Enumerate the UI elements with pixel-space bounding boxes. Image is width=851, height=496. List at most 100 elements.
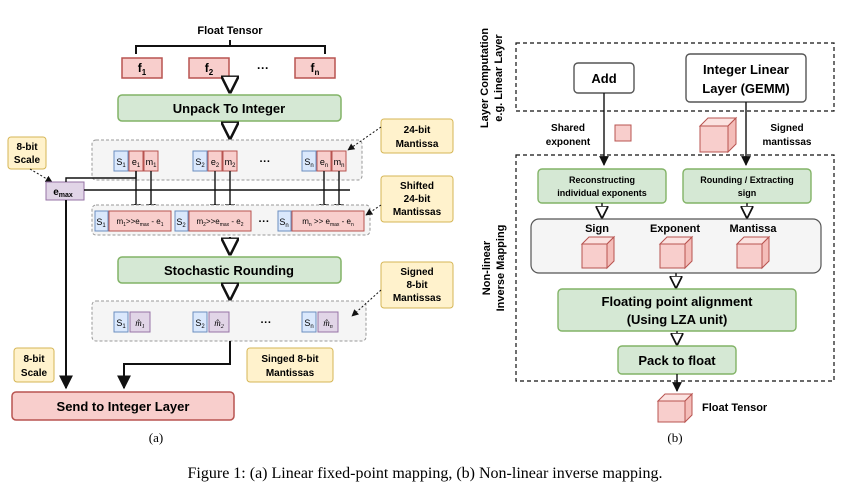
shifted-box xyxy=(380,175,454,223)
panel-b: Layer Computation e.g. Linear Layer Non-… xyxy=(479,28,835,445)
svg-text:S2: S2 xyxy=(195,157,205,169)
mantissa-label: Mantissa xyxy=(729,223,777,235)
signed-mantissa-cube xyxy=(698,116,738,154)
row1-group2: S2 e2 m2 xyxy=(192,150,238,172)
nonlinear-line1: Non-linear xyxy=(481,240,493,295)
layer-comp-line1: Layer Computation xyxy=(479,28,491,129)
float-tensor-label: Float Tensor xyxy=(197,25,263,37)
svg-text:f1: f1 xyxy=(138,61,147,77)
svg-text:Sn: Sn xyxy=(279,217,288,229)
row2-group1: S1 m1>>emax - e1 xyxy=(94,210,172,232)
row2-groupn: Sn mn >> emax - en xyxy=(277,210,365,232)
signed8-line3: Mantissas xyxy=(393,293,442,304)
shifted-line2: 24-bit xyxy=(404,194,431,205)
signed8-line2: 8-bit xyxy=(406,280,428,291)
svg-text:m2>>emax - e2: m2>>emax - e2 xyxy=(196,217,243,228)
recon-line1: Reconstructing xyxy=(569,175,635,185)
f-dots: ··· xyxy=(257,61,269,75)
scale-bot-line1: 8-bit xyxy=(23,354,45,365)
mantissa-cube xyxy=(735,235,771,270)
singed-line2: Mantissas xyxy=(266,368,315,379)
svg-text:S1: S1 xyxy=(116,318,126,330)
fpa-line2: (Using LZA unit) xyxy=(627,312,728,327)
svg-text:e2: e2 xyxy=(211,157,220,169)
recon-line2: individual exponents xyxy=(557,188,647,198)
stochastic-label: Stochastic Rounding xyxy=(164,263,294,278)
float-tensor-b-label: Float Tensor xyxy=(702,402,768,414)
signed8-box xyxy=(380,261,454,309)
exponent-label: Exponent xyxy=(650,223,700,235)
row3-dots: ··· xyxy=(261,317,272,329)
gemm-line1: Integer Linear xyxy=(703,62,789,77)
f1-box: f1 xyxy=(121,57,163,79)
nonlinear-container xyxy=(515,154,835,382)
figure-caption: Figure 1: (a) Linear fixed-point mapping… xyxy=(188,465,663,482)
f2-box: f2 xyxy=(188,57,230,79)
shifted-line3: Mantissas xyxy=(393,207,442,218)
row2-dots: ··· xyxy=(259,216,270,228)
shared-exponent-square xyxy=(614,124,632,142)
unpack-label: Unpack To Integer xyxy=(173,101,285,116)
sign-label: Sign xyxy=(585,223,609,235)
svg-text:S2: S2 xyxy=(176,217,186,229)
svg-text:emax: emax xyxy=(53,187,73,199)
svg-text:m̂n: m̂n xyxy=(323,318,333,330)
scale-top-line2: Scale xyxy=(14,155,41,166)
shared-line1: Shared xyxy=(551,123,585,134)
svg-text:m1: m1 xyxy=(146,157,158,169)
send-box xyxy=(11,391,235,421)
layer-comp-container xyxy=(515,42,835,112)
row3-groupn: Sn m̂n xyxy=(301,311,339,333)
row3-group1: S1 m̂1 xyxy=(113,311,151,333)
signed-line1: Signed xyxy=(770,123,803,134)
layer-comp-line2: e.g. Linear Layer xyxy=(493,34,505,122)
signed-line2: mantissas xyxy=(763,137,812,148)
row2-group2: S2 m2>>emax - e2 xyxy=(174,210,252,232)
gemm-line2: Layer (GEMM) xyxy=(702,81,789,96)
signed8-line1: Signed xyxy=(400,267,433,278)
svg-text:Sn: Sn xyxy=(304,318,313,330)
add-label: Add xyxy=(591,71,616,86)
scale-top-box xyxy=(7,136,47,170)
svg-text:e1: e1 xyxy=(132,157,141,169)
svg-text:mn: mn xyxy=(334,157,345,169)
mantissa24-box xyxy=(380,118,454,154)
float-tensor-brace xyxy=(135,45,326,54)
mantissa24-line1: 24-bit xyxy=(404,125,431,136)
singed-box xyxy=(246,347,334,383)
round-line2: sign xyxy=(738,188,757,198)
svg-text:f2: f2 xyxy=(205,61,214,77)
fpa-line1: Floating point alignment xyxy=(602,294,754,309)
row1-group1: S1 e1 m1 xyxy=(113,150,159,172)
svg-text:Sn: Sn xyxy=(304,157,313,169)
scale-top-line1: 8-bit xyxy=(16,142,38,153)
row1-groupn: Sn en mn xyxy=(301,150,347,172)
round-line1: Rounding / Extracting xyxy=(700,175,794,185)
svg-text:m2: m2 xyxy=(225,157,237,169)
exponent-cube xyxy=(658,235,694,270)
svg-text:m̂1: m̂1 xyxy=(135,318,145,330)
panel-a: Float Tensor f1 f2 ··· fn Unpack To Inte… xyxy=(7,25,454,445)
svg-text:S2: S2 xyxy=(195,318,205,330)
singed-line1: Singed 8-bit xyxy=(261,354,319,365)
shared-line2: exponent xyxy=(546,137,591,148)
send-label: Send to Integer Layer xyxy=(57,399,190,414)
svg-text:mn >> emax - en: mn >> emax - en xyxy=(302,217,354,228)
row1-dots: ··· xyxy=(260,156,271,168)
pack-label: Pack to float xyxy=(638,353,716,368)
svg-text:m̂2: m̂2 xyxy=(214,318,224,330)
scale-bot-box xyxy=(13,347,55,383)
svg-text:m1>>emax - e1: m1>>emax - e1 xyxy=(116,217,163,228)
shifted-line1: Shifted xyxy=(400,181,434,192)
svg-text:fn: fn xyxy=(311,61,320,77)
fn-box: fn xyxy=(294,57,336,79)
nonlinear-line2: Inverse Mapping xyxy=(495,225,507,312)
mantissa24-line2: Mantissa xyxy=(396,139,439,150)
sign-cube xyxy=(580,235,616,270)
svg-text:S1: S1 xyxy=(116,157,126,169)
scale-bot-line2: Scale xyxy=(21,368,48,379)
svg-text:S1: S1 xyxy=(96,217,106,229)
panel-a-label: (a) xyxy=(149,430,163,445)
svg-text:en: en xyxy=(320,157,328,169)
panel-b-label: (b) xyxy=(667,430,682,445)
